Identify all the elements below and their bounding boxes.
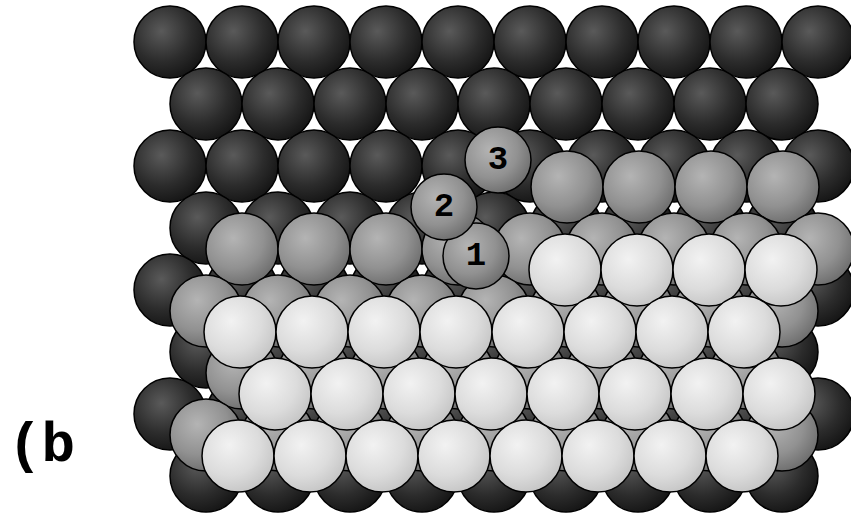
light-sphere bbox=[636, 296, 708, 368]
dark-sphere bbox=[350, 6, 422, 78]
light-sphere bbox=[346, 420, 418, 492]
light-sphere bbox=[708, 296, 780, 368]
dark-sphere bbox=[134, 130, 206, 202]
dark-sphere bbox=[530, 68, 602, 140]
light-sphere bbox=[564, 296, 636, 368]
dark-sphere bbox=[170, 68, 242, 140]
light-sphere bbox=[311, 358, 383, 430]
dark-sphere bbox=[314, 68, 386, 140]
light-sphere bbox=[204, 296, 276, 368]
dark-sphere bbox=[746, 68, 818, 140]
dark-sphere bbox=[782, 6, 851, 78]
bottom-layer bbox=[134, 6, 851, 512]
light-sphere bbox=[202, 420, 274, 492]
light-sphere bbox=[383, 358, 455, 430]
light-sphere bbox=[420, 296, 492, 368]
dark-sphere bbox=[206, 130, 278, 202]
light-sphere bbox=[276, 296, 348, 368]
grey-sphere bbox=[747, 151, 819, 223]
light-sphere bbox=[673, 234, 745, 306]
numbered-sphere: 3 bbox=[465, 127, 531, 193]
dark-sphere bbox=[350, 130, 422, 202]
grey-sphere bbox=[675, 151, 747, 223]
callout-number: 3 bbox=[465, 127, 531, 193]
light-sphere bbox=[239, 358, 311, 430]
dark-sphere bbox=[566, 6, 638, 78]
dark-sphere bbox=[386, 68, 458, 140]
dark-sphere bbox=[710, 6, 782, 78]
grey-sphere bbox=[206, 213, 278, 285]
light-sphere bbox=[274, 420, 346, 492]
light-sphere bbox=[745, 234, 817, 306]
dark-sphere bbox=[278, 6, 350, 78]
grey-sphere bbox=[531, 151, 603, 223]
numbered-sphere: 2 bbox=[411, 174, 477, 240]
light-sphere bbox=[348, 296, 420, 368]
dark-sphere bbox=[278, 130, 350, 202]
light-sphere bbox=[671, 358, 743, 430]
dark-sphere bbox=[674, 68, 746, 140]
light-sphere bbox=[706, 420, 778, 492]
dark-sphere bbox=[422, 6, 494, 78]
sphere-shape bbox=[411, 174, 477, 240]
callout-number: 2 bbox=[411, 174, 477, 240]
dark-sphere bbox=[494, 6, 566, 78]
dark-sphere bbox=[134, 6, 206, 78]
light-sphere bbox=[418, 420, 490, 492]
light-sphere bbox=[601, 234, 673, 306]
light-sphere bbox=[492, 296, 564, 368]
light-sphere bbox=[527, 358, 599, 430]
panel-label: (b bbox=[8, 418, 75, 474]
light-sphere bbox=[562, 420, 634, 492]
light-sphere bbox=[634, 420, 706, 492]
dark-sphere bbox=[602, 68, 674, 140]
light-sphere bbox=[743, 358, 815, 430]
grey-sphere bbox=[278, 213, 350, 285]
dark-sphere bbox=[638, 6, 710, 78]
top-layer bbox=[202, 234, 817, 492]
dark-sphere bbox=[242, 68, 314, 140]
grey-sphere bbox=[350, 213, 422, 285]
sphere-shape bbox=[465, 127, 531, 193]
light-sphere bbox=[455, 358, 527, 430]
light-sphere bbox=[490, 420, 562, 492]
grey-sphere bbox=[603, 151, 675, 223]
dark-sphere bbox=[206, 6, 278, 78]
light-sphere bbox=[529, 234, 601, 306]
light-sphere bbox=[599, 358, 671, 430]
